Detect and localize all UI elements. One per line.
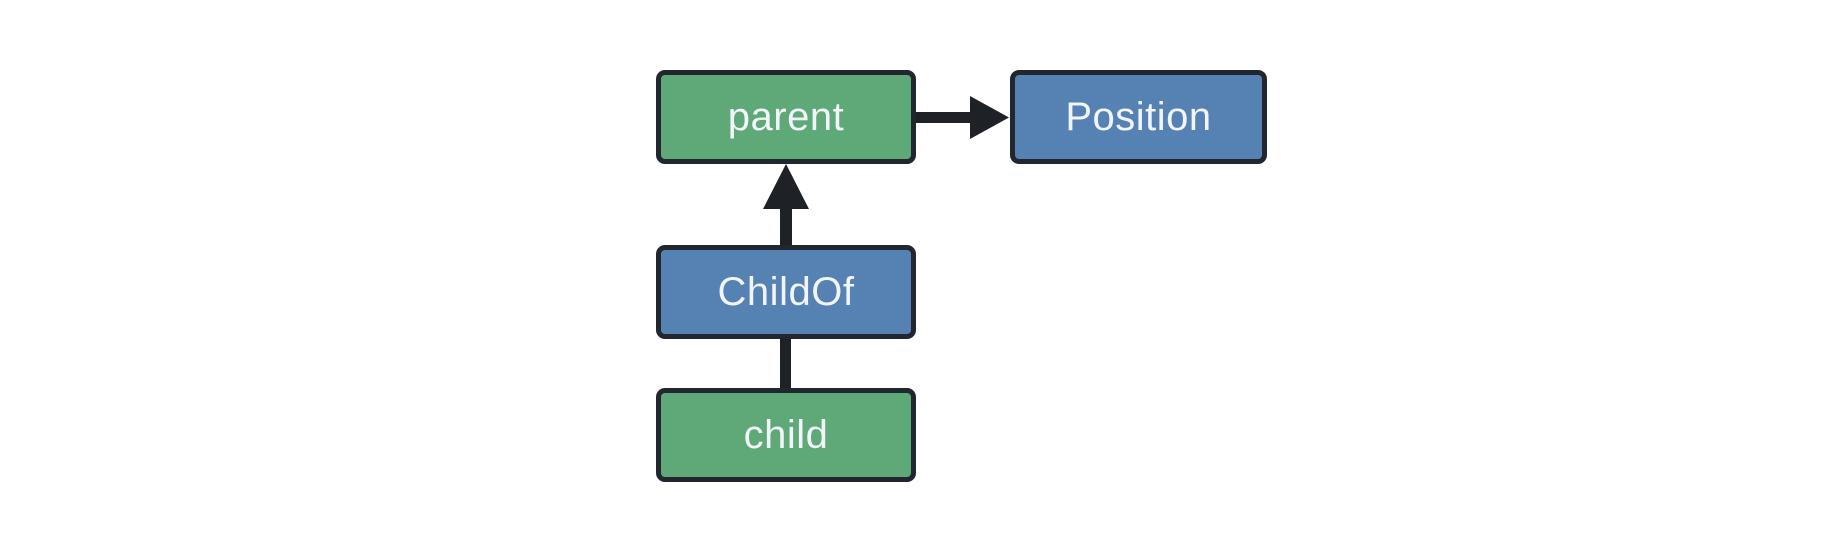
edge-parent-position-arrowhead [970, 96, 1009, 139]
node-position-label: Position [1065, 95, 1212, 139]
edge-childof-parent-arrowhead [763, 164, 809, 209]
edge-childof-parent-shaft [780, 206, 792, 248]
node-parent-label: parent [727, 95, 845, 139]
node-child: child [656, 388, 916, 482]
edge-parent-position-shaft [914, 112, 972, 123]
node-childof: ChildOf [656, 245, 916, 339]
node-child-label: child [743, 413, 829, 457]
node-position: Position [1010, 70, 1267, 164]
node-childof-label: ChildOf [717, 270, 855, 314]
node-parent: parent [656, 70, 916, 164]
edge-child-childof-line [780, 335, 791, 391]
